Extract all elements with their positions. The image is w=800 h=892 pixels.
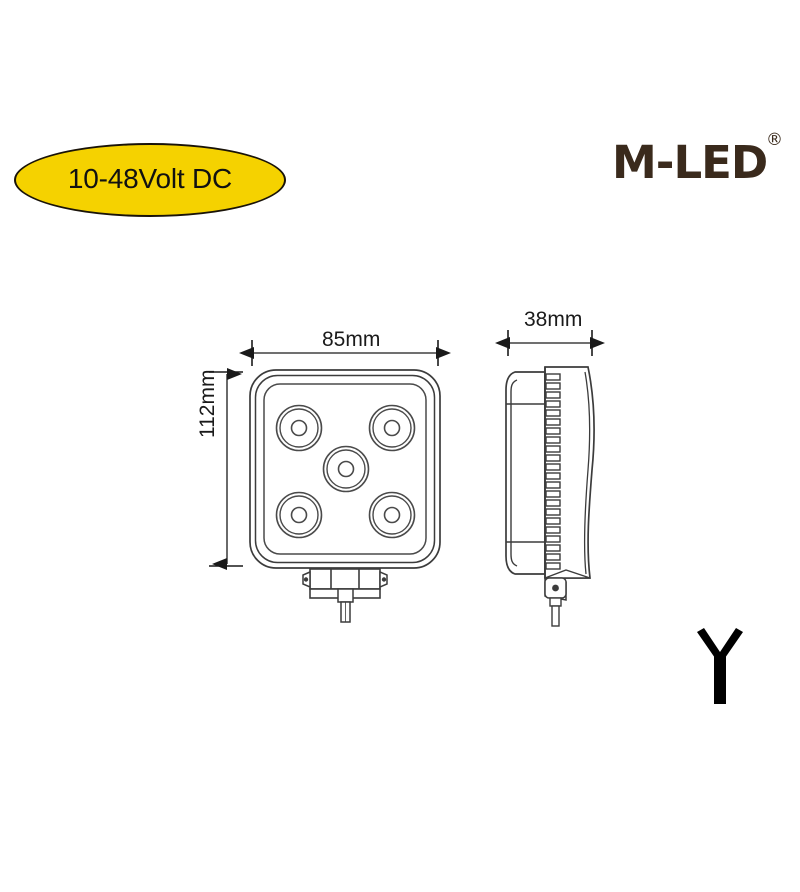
- led-emitter: [275, 404, 323, 452]
- brand-name: M-LED: [612, 136, 768, 189]
- led-emitter: [368, 491, 416, 539]
- voltage-badge: 10-48Volt DC: [14, 143, 286, 217]
- dimension-width-85mm: [239, 340, 451, 366]
- led-emitter: [275, 491, 323, 539]
- voltage-badge-label: 10-48Volt DC: [67, 163, 233, 194]
- side-heatsink-fins: [545, 373, 561, 570]
- front-view-group: [249, 369, 441, 623]
- dimension-height-112mm: [209, 368, 243, 570]
- brand-logo: M-LED ®: [612, 128, 787, 194]
- dimension-depth-38mm: [495, 330, 605, 356]
- front-lens-bezel: [263, 383, 427, 555]
- side-view-group: [505, 366, 595, 627]
- dimension-label-width: 85mm: [322, 328, 381, 351]
- led-emitter: [368, 404, 416, 452]
- dimension-label-height: 112mm: [196, 369, 219, 438]
- side-mounting-bracket: [544, 569, 591, 627]
- voltage-badge-ellipse: [14, 143, 286, 217]
- side-lens-bezel: [505, 371, 546, 575]
- dimension-label-depth: 38mm: [524, 308, 583, 331]
- front-housing-inner: [254, 374, 436, 564]
- y-connector-icon: [697, 628, 743, 704]
- front-mounting-bracket: [302, 568, 388, 623]
- led-emitter: [322, 445, 370, 493]
- registered-trademark-icon: ®: [766, 130, 783, 150]
